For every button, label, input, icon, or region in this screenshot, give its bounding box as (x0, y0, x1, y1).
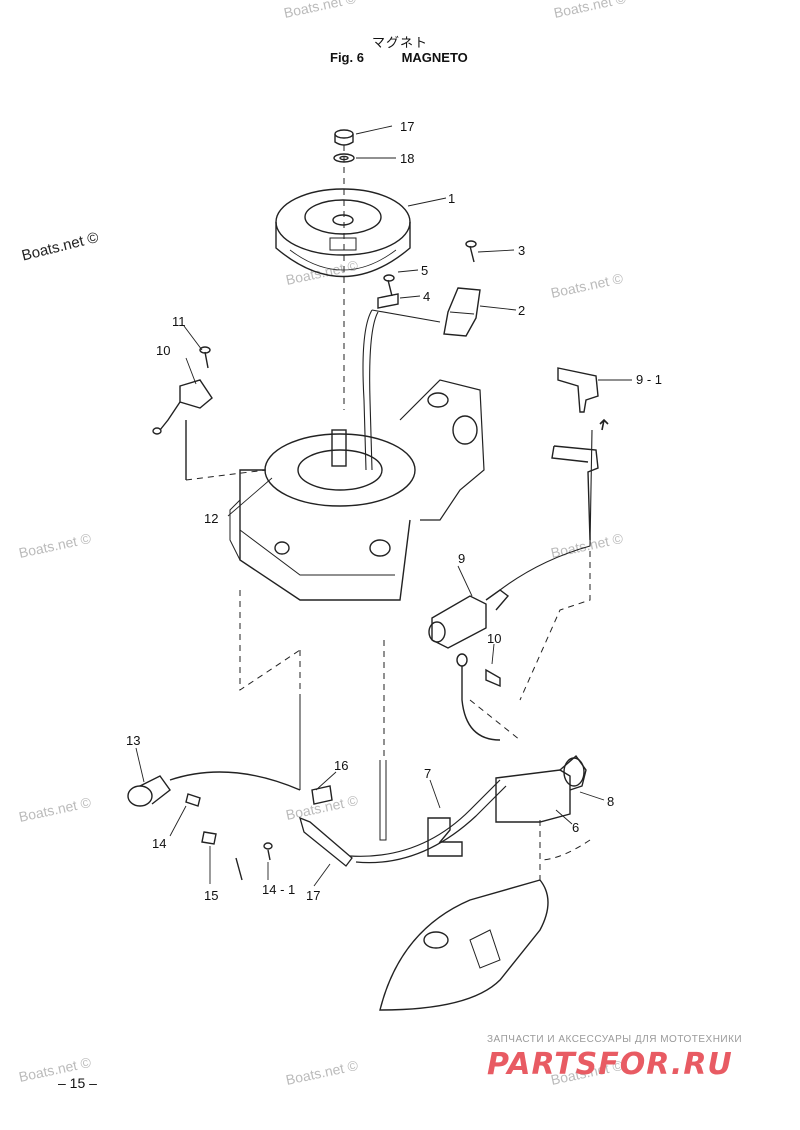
figure-title-japanese: マグネト (371, 36, 428, 51)
callout-label: 11 (172, 314, 186, 329)
callout-label: 15 (204, 888, 218, 903)
callout-label: 12 (204, 511, 218, 526)
callout-label: 3 (518, 243, 525, 258)
callout-label: 1 (448, 191, 455, 206)
stop-switch-drawing (152, 346, 213, 480)
callout-label: 6 (572, 820, 579, 835)
brand-footer: ЗАПЧАСТИ И АКСЕССУАРЫ ДЛЯ МОТОТЕХНИКИ PA… (487, 1034, 787, 1082)
leader-lines (135, 125, 632, 887)
callout-label: 4 (423, 289, 430, 304)
stator-base-drawing (229, 379, 485, 601)
callout-label: 14 (152, 836, 166, 851)
callout-label: 13 (126, 733, 140, 748)
wire-harness-drawing (127, 700, 507, 881)
figure-name: MAGNETO (401, 50, 468, 65)
watermark-text: Boats.net © (282, 0, 358, 21)
watermark-text: Boats.net © (17, 794, 93, 825)
watermark-text: Boats.net © (17, 530, 93, 561)
brand-logo: PARTSFOR.RU (487, 1047, 733, 1082)
watermark-text: Boats.net © (284, 1057, 360, 1088)
callout-label: 8 (607, 794, 614, 809)
assembly-lines (185, 145, 591, 880)
callout-label: 7 (424, 766, 431, 781)
figure-number: Fig. 6 (330, 50, 364, 65)
callout-label: 16 (334, 758, 348, 773)
watermark-layer: Boats.net © Boats.net © Boats.net © Boat… (17, 0, 628, 1088)
pulser-coil-drawing (362, 240, 481, 471)
cdi-unit-drawing (495, 754, 587, 823)
watermark-text: Boats.net © (284, 792, 360, 823)
callout-label: 9 - 1 (636, 372, 662, 387)
page-number: – 15 – (58, 1075, 97, 1091)
lower-cover-drawing (379, 879, 549, 1011)
figure-header: マグネト Fig. 6 MAGNETO (0, 0, 800, 80)
flywheel-drawing (275, 188, 411, 278)
callout-label: 17 (400, 119, 414, 134)
plug-cap-drawing (551, 367, 609, 541)
callout-label: 5 (421, 263, 428, 278)
figure-title: Fig. 6 MAGNETO (330, 50, 468, 65)
brand-tagline: ЗАПЧАСТИ И АКСЕССУАРЫ ДЛЯ МОТОТЕХНИКИ (487, 1034, 743, 1045)
callout-label: 10 (156, 343, 170, 358)
drawing-layer (127, 125, 632, 1011)
ignition-coil-drawing (428, 429, 593, 741)
part-callouts: 17 18 1 3 5 4 2 9 - 1 9 10 11 10 12 13 1… (126, 119, 662, 903)
callout-label: 2 (518, 303, 525, 318)
callout-label: 9 (458, 551, 465, 566)
callout-label: 14 - 1 (262, 882, 295, 897)
watermark-text: Boats.net © (549, 270, 625, 301)
watermark-text: Boats.net © (552, 0, 628, 21)
callout-label: 10 (487, 631, 501, 646)
callout-label: 17 (306, 888, 320, 903)
callout-label: 18 (400, 151, 414, 166)
